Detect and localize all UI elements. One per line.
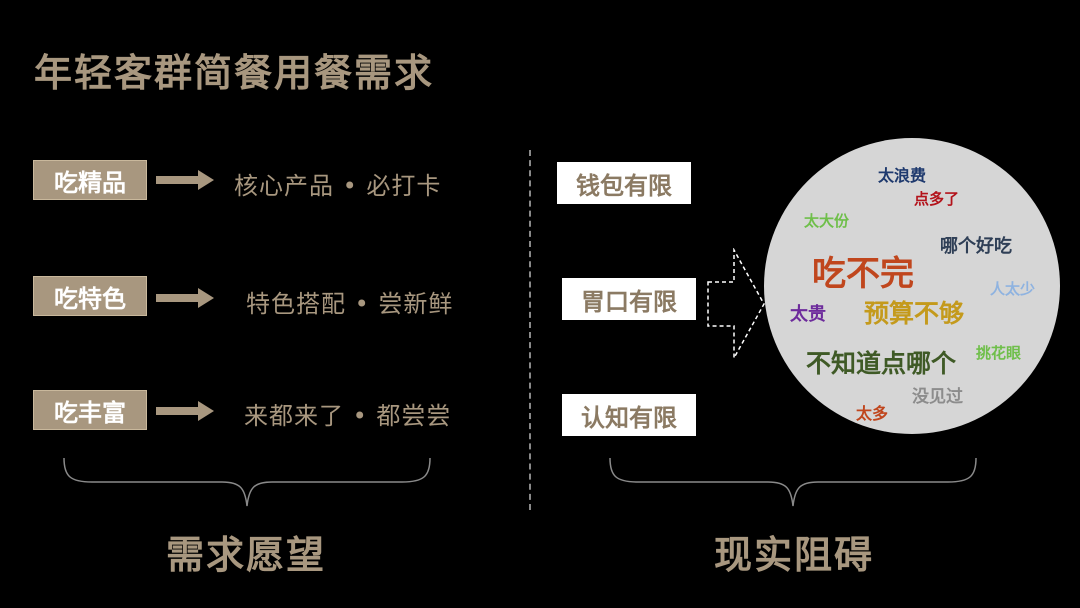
need-tag-2: 吃特色 [33, 276, 147, 316]
cloud-word: 不知道点哪个 [806, 349, 957, 378]
page-title: 年轻客群简餐用餐需求 [34, 51, 435, 95]
cloud-word: 挑花眼 [976, 344, 1022, 362]
right-arrow-icon [156, 288, 214, 308]
cloud-word: 哪个好吃 [940, 236, 1012, 257]
need-desc-1: 核心产品 • 必打卡 [234, 172, 442, 200]
need-tag-3: 吃丰富 [33, 390, 147, 430]
limit-knowledge: 认知有限 [562, 394, 696, 436]
dashed-arrow-icon [707, 248, 765, 360]
right-arrow-icon [156, 170, 214, 190]
needs-label: 需求愿望 [166, 533, 327, 577]
need-tag-1: 吃精品 [33, 160, 147, 200]
cloud-word: 太多 [856, 404, 889, 423]
left-brace [63, 457, 431, 507]
cloud-word: 人太少 [990, 280, 1036, 298]
right-arrow-icon [156, 401, 214, 421]
limit-appetite: 胃口有限 [562, 278, 696, 320]
need-desc-3: 来都来了 • 都尝尝 [244, 402, 452, 430]
right-brace [609, 457, 977, 507]
cloud-word: 点多了 [914, 190, 960, 208]
obstacles-label: 现实阻碍 [714, 533, 875, 577]
limit-wallet: 钱包有限 [557, 162, 691, 204]
cloud-word: 没见过 [912, 387, 963, 407]
dashed-divider [529, 150, 531, 510]
word-cloud: 太浪费 点多了 太大份 哪个好吃 吃不完 人太少 太贵 预算不够 不知道点哪个 … [764, 138, 1060, 434]
cloud-word: 预算不够 [864, 299, 965, 328]
need-desc-2: 特色搭配 • 尝新鲜 [246, 290, 454, 318]
cloud-word: 太贵 [790, 304, 826, 325]
cloud-word: 太浪费 [878, 166, 927, 185]
cloud-word: 太大份 [804, 212, 850, 230]
cloud-word: 吃不完 [812, 254, 914, 294]
